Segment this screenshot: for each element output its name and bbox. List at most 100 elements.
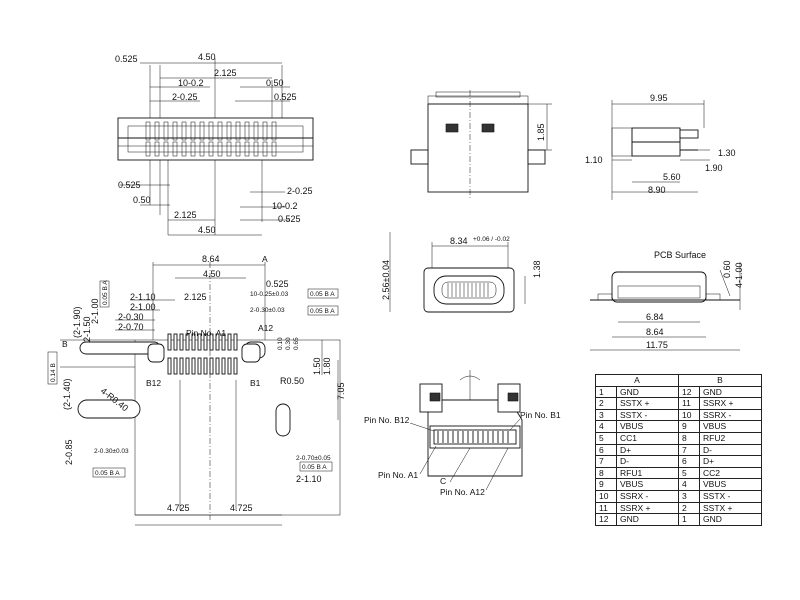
pcb-side-view: PCB Surface 0.60 4-1.00 6.84 8.64 11.75 [590,250,744,351]
gdt-callout-2: 0.05 B A [310,308,335,315]
pin-b-signal: GND [699,513,762,526]
dim-fp-2-030-03: 2-0.30±0.03 [250,307,285,314]
dim-bot-0525: 0.525 [118,180,141,190]
pin-a-signal: SSRX - [616,489,679,503]
pin-b-num: 6 [678,455,700,468]
pin-a-signal: RFU1 [616,466,679,480]
dim-front-185: 1.85 [536,123,546,141]
front-view: 1.85 [410,90,552,200]
fp-b1-label: B1 [250,378,261,388]
pin-b-signal: SSTX - [699,489,762,503]
pin-assignment-table: A B 1 GND 12 GND 2 SSTX + 11 SSRX + 3 SS… [595,374,762,526]
pin-b-num: 9 [678,420,700,433]
iso-pin-a1: Pin No. A1 [378,470,418,480]
pin-a-signal: SSTX + [616,397,679,410]
dim-fp-4725-a: 4.725 [167,503,190,513]
pin-a-num: 8 [595,466,617,480]
pin-b-signal: RFU2 [699,431,762,445]
dim-pcb-864: 8.64 [646,327,664,337]
footprint-pads [167,333,238,375]
dim-open-138: 1.38 [532,260,542,278]
side-view: 9.95 1.30 1.10 1.90 5.60 8.90 [585,93,736,200]
opening-pins [447,283,489,297]
dim-fp-705: 7.05 [336,382,346,400]
fp-b12-label: B12 [146,378,161,388]
table-row: 3 SSTX - 10 SSRX - [595,408,762,422]
dim-fp-2-100-v: 2-1.00 [90,298,100,324]
pin-table-header-b: B [678,374,762,387]
table-row: 4 VBUS 9 VBUS [595,420,762,433]
table-row: 1 GND 12 GND [595,385,762,399]
dim-top-050: 0.50 [266,78,284,88]
pin-b-signal: CC2 [699,466,762,480]
pin-b-num: 11 [678,397,700,410]
gdt-callout-1: 0.05 B A [310,291,335,298]
pin-b-signal: D+ [699,455,762,468]
pin-b-signal: SSRX + [699,397,762,410]
dim-bot-2-025: 2-0.25 [287,186,313,196]
dim-fp-2-070-b: 2-0.70±0.05 [296,455,331,462]
pin-b-signal: VBUS [699,420,762,433]
dim-side-560: 5.60 [663,172,681,182]
dim-fp-2-110-b: 2-1.10 [296,474,322,484]
dim-fp-150: 1.50 [312,357,322,375]
pin-a-signal: CC1 [616,431,679,445]
dim-fp-r050: R0.50 [280,376,304,386]
iso-pin-b1: Pin No. B1 [520,410,561,420]
dim-fp-180: 1.80 [322,357,332,375]
pin-b-num: 8 [678,431,700,445]
dim-top-2125: 2.125 [214,68,237,78]
pin-table-header-a: A [595,374,679,387]
table-row: 11 SSRX + 2 SSTX + [595,501,762,515]
iso-pin-b12: Pin No. B12 [364,415,410,425]
dim-fp-2-030-b: 2-0.30±0.03 [94,448,129,455]
top-view-body [117,117,314,161]
slot-bottom-right [275,403,291,437]
dim-fp-2-085: 2-0.85 [64,439,74,465]
dim-open-256: 2.56±0.04 [381,260,391,300]
dim-pcb-060: 0.60 [722,260,732,278]
gdt-callout-3: 0.05 B A [95,470,120,477]
dim-bot-10-02: 10-0.2 [272,201,298,211]
fp-a12-label: A12 [258,323,273,333]
dim-top-0525: 0.525 [115,54,138,64]
table-row: 7 D- 6 D+ [595,455,762,468]
table-row: 10 SSRX - 3 SSTX - [595,489,762,503]
top-view-pins [145,121,277,157]
pcb-surface-label: PCB Surface [654,250,706,260]
dim-fp-0525: 0.525 [266,279,289,289]
iso-pins [437,431,509,443]
pin-a-signal: SSTX - [616,408,679,422]
dim-fp-2-030: 2-0.30 [118,312,144,322]
pin-a-signal: SSRX + [616,501,679,515]
dim-fp-2125: 2.125 [184,292,207,302]
pin-a-num: 12 [595,513,617,526]
table-row: 8 RFU1 5 CC2 [595,466,762,480]
pin-b-num: 7 [678,443,700,457]
slot-bottom-left [77,399,141,419]
dim-side-995: 9.95 [650,93,668,103]
dim-bot-2125: 2.125 [174,210,197,220]
pin-b-signal: D- [699,443,762,457]
fp-pin-a1-label: Pin No. A1 [186,328,226,338]
dim-fp-010: 0.10 [277,337,284,350]
table-row: 6 D+ 7 D- [595,443,762,457]
pin-b-signal: GND [699,385,762,399]
dim-top-0525-b: 0.525 [274,92,297,102]
pin-a-num: 11 [595,501,617,515]
pin-a-signal: D+ [616,443,679,457]
pin-a-signal: GND [616,385,679,399]
dim-open-834-tol: +0.06 / -0.02 [473,236,510,243]
pin-a-signal: GND [616,513,679,526]
dim-side-190: 1.90 [705,163,723,173]
dim-top-450: 4.50 [198,52,216,62]
dim-fp-10-025: 10-0.25±0.03 [250,291,289,298]
dim-bot-450: 4.50 [198,225,216,235]
pin-a-num: 10 [595,489,617,503]
dim-fp-2-070: 2-0.70 [118,322,144,332]
dim-fp-2-150: 2-1.50 [82,316,92,342]
fp-datum-b: B [62,339,68,349]
iso-view: Pin No. B12 Pin No. B1 Pin No. A1 C Pin … [364,370,561,497]
iso-pin-a12: Pin No. A12 [440,487,485,497]
